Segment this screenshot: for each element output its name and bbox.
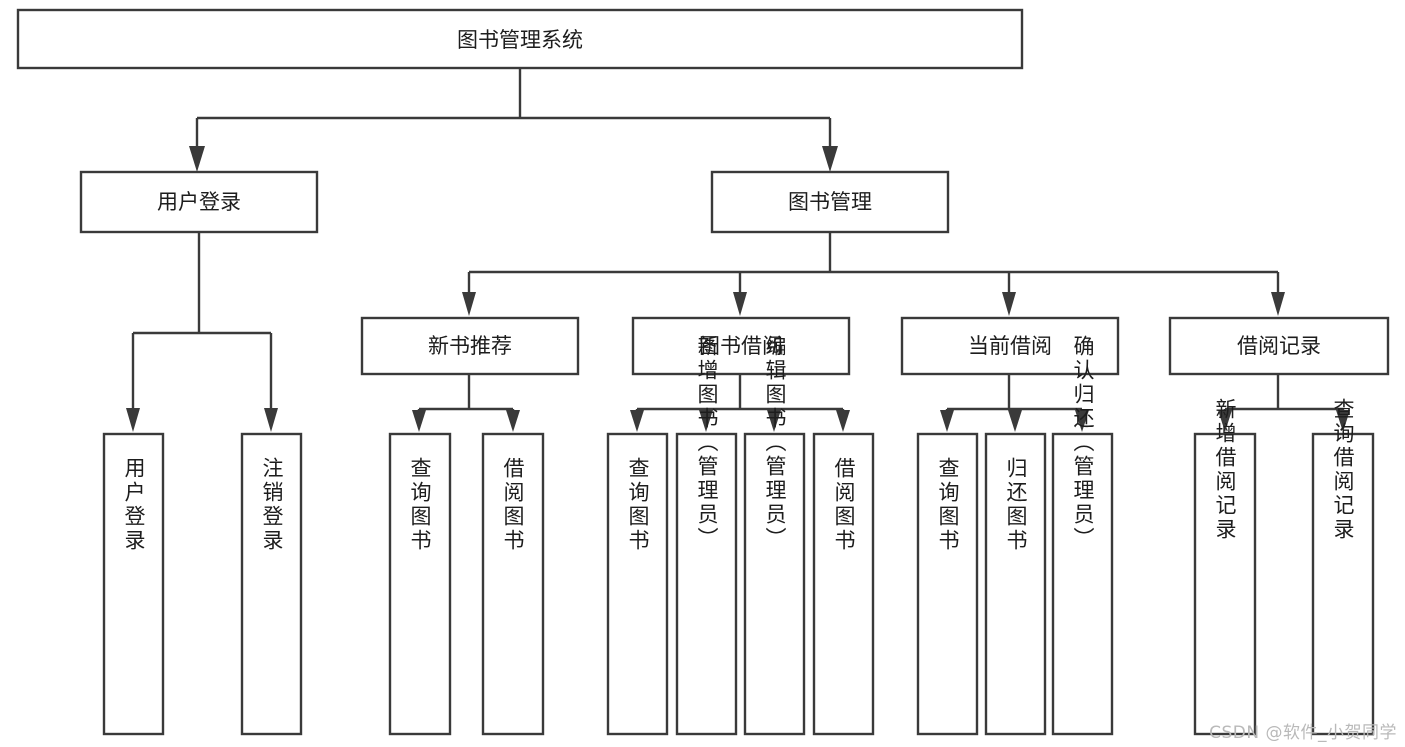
arrowhead-book-manage <box>822 146 838 172</box>
arrowhead-leaf-logout <box>264 408 278 432</box>
node-leaf-logout-label: 注销登录 <box>260 457 284 553</box>
arrowhead-leaf-borrow-book-2 <box>836 410 850 432</box>
node-current-borrow[interactable]: 当前借阅 <box>900 316 1120 376</box>
node-book-manage-box[interactable] <box>710 170 950 234</box>
arrowhead-leaf-query-book-3 <box>940 410 954 432</box>
node-root[interactable]: 图书管理系统 <box>16 8 1024 70</box>
node-leaf-add-book[interactable]: 新增图书（管理员） <box>675 335 738 736</box>
node-borrow-record-box[interactable] <box>1168 316 1390 376</box>
node-leaf-query-book-3-box[interactable] <box>916 432 979 736</box>
connector-group-current-borrow <box>940 374 1089 432</box>
node-leaf-query-book-1-box[interactable] <box>388 432 452 736</box>
arrowhead-borrow-record <box>1271 292 1285 316</box>
connector-group-user-login <box>126 232 278 432</box>
node-leaf-query-book-2[interactable]: 查询图书 <box>606 432 669 736</box>
arrowhead-leaf-confirm-return <box>1075 410 1089 432</box>
node-leaf-query-book-1-label: 查询图书 <box>408 457 432 553</box>
node-leaf-confirm-return[interactable]: 确认归还（管理员） <box>1051 335 1114 736</box>
arrowhead-leaf-borrow-book-1 <box>506 410 520 432</box>
connector-group-new-book-rec <box>412 374 520 432</box>
node-leaf-borrow-book-1-label: 借阅图书 <box>501 457 525 553</box>
node-leaf-user-login-label: 用户登录 <box>122 457 146 553</box>
arrowhead-leaf-edit-book <box>767 410 781 432</box>
arrowhead-current-borrow <box>1002 292 1016 316</box>
node-user-login[interactable]: 用户登录 <box>79 170 319 234</box>
node-new-book-rec-box[interactable] <box>360 316 580 376</box>
arrowhead-leaf-return-book <box>1008 410 1022 432</box>
node-leaf-borrow-book-1-box[interactable] <box>481 432 545 736</box>
node-leaf-logout-box[interactable] <box>240 432 303 736</box>
connector-group-root <box>189 68 838 172</box>
arrowhead-user-login <box>189 146 205 172</box>
node-leaf-add-book-box[interactable] <box>675 432 738 736</box>
arrowhead-leaf-query-book-2 <box>630 410 644 432</box>
node-leaf-query-book-2-box[interactable] <box>606 432 669 736</box>
node-leaf-confirm-return-label: 确认归还（管理员） <box>1071 335 1095 551</box>
node-borrow-record[interactable]: 借阅记录 <box>1168 316 1390 376</box>
node-leaf-add-book-label: 新增图书（管理员） <box>695 335 719 551</box>
node-user-login-box[interactable] <box>79 170 319 234</box>
node-leaf-edit-book[interactable]: 编辑图书（管理员） <box>743 335 806 736</box>
node-borrow-record-label: 借阅记录 <box>1237 334 1321 358</box>
node-leaf-return-book[interactable]: 归还图书 <box>984 432 1047 736</box>
connector-group-borrow-record <box>1218 374 1350 432</box>
node-book-borrow-label: 图书借阅 <box>699 334 783 358</box>
node-leaf-edit-book-label: 编辑图书（管理员） <box>763 335 787 551</box>
node-leaf-return-book-box[interactable] <box>984 432 1047 736</box>
arrowhead-leaf-query-book-1 <box>412 410 426 432</box>
node-book-manage[interactable]: 图书管理 <box>710 170 950 234</box>
node-leaf-user-login-box[interactable] <box>102 432 165 736</box>
node-leaf-query-book-3[interactable]: 查询图书 <box>916 432 979 736</box>
node-leaf-edit-book-box[interactable] <box>743 432 806 736</box>
node-user-login-label: 用户登录 <box>157 190 241 214</box>
node-leaf-query-book-2-label: 查询图书 <box>626 457 650 553</box>
node-leaf-add-record-box[interactable] <box>1193 432 1257 736</box>
arrowhead-leaf-user-login <box>126 408 140 432</box>
arrowhead-new-book-rec <box>462 292 476 316</box>
node-leaf-confirm-return-box[interactable] <box>1051 432 1114 736</box>
arrowhead-leaf-query-record <box>1336 410 1350 432</box>
node-leaf-borrow-book-2[interactable]: 借阅图书 <box>812 432 875 736</box>
node-book-borrow[interactable]: 图书借阅 <box>631 316 851 376</box>
node-leaf-query-record-box[interactable] <box>1311 432 1375 736</box>
node-leaf-user-login[interactable]: 用户登录 <box>102 432 165 736</box>
arrowhead-leaf-add-book <box>699 410 713 432</box>
node-leaf-query-book-1[interactable]: 查询图书 <box>388 432 452 736</box>
node-leaf-return-book-label: 归还图书 <box>1004 457 1028 553</box>
connector-group-book-manage <box>462 232 1285 316</box>
node-leaf-query-book-3-label: 查询图书 <box>936 457 960 553</box>
node-root-label: 图书管理系统 <box>457 28 583 52</box>
arrowhead-book-borrow <box>733 292 747 316</box>
node-leaf-logout[interactable]: 注销登录 <box>240 432 303 736</box>
node-current-borrow-box[interactable] <box>900 316 1120 376</box>
arrowhead-leaf-add-record <box>1218 410 1232 432</box>
node-new-book-rec[interactable]: 新书推荐 <box>360 316 580 376</box>
node-leaf-add-record[interactable]: 新增借阅记录 <box>1193 398 1257 736</box>
connector-group-book-borrow <box>630 374 850 432</box>
node-leaf-query-record[interactable]: 查询借阅记录 <box>1311 398 1375 736</box>
node-root-box[interactable] <box>16 8 1024 70</box>
node-leaf-query-record-label: 查询借阅记录 <box>1331 398 1355 542</box>
node-book-manage-label: 图书管理 <box>788 190 872 214</box>
node-book-borrow-box[interactable] <box>631 316 851 376</box>
node-leaf-add-record-label: 新增借阅记录 <box>1213 398 1237 542</box>
node-new-book-rec-label: 新书推荐 <box>428 334 512 358</box>
node-leaf-borrow-book-2-label: 借阅图书 <box>832 457 856 553</box>
node-leaf-borrow-book-1[interactable]: 借阅图书 <box>481 432 545 736</box>
node-leaf-borrow-book-2-box[interactable] <box>812 432 875 736</box>
node-current-borrow-label: 当前借阅 <box>968 334 1052 358</box>
